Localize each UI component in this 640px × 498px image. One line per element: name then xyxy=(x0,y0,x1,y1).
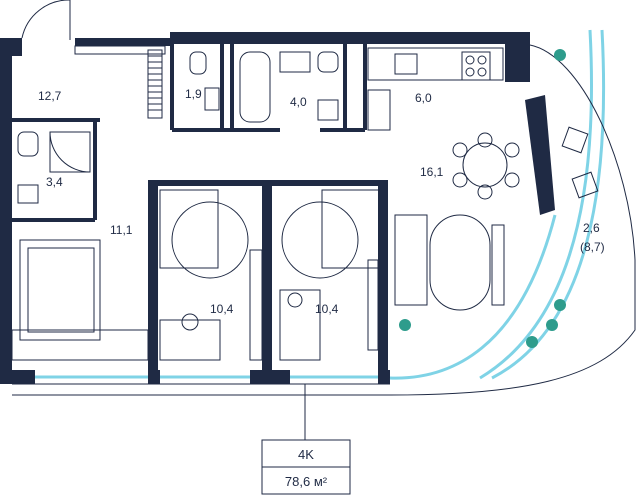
wardrobe-hall xyxy=(74,45,166,119)
room-area-bath: 4,0 xyxy=(290,95,307,109)
room-area-corridor: 11,1 xyxy=(110,223,133,237)
bathroom-fixtures xyxy=(17,51,339,204)
room-area-balcony: 2,6 xyxy=(583,221,600,235)
exterior-walls xyxy=(0,32,555,384)
room-area-wc: 1,9 xyxy=(185,87,202,101)
room-area-balcony-total: (8,7) xyxy=(580,240,605,254)
bedroom-main-furniture xyxy=(11,239,149,361)
room-area-bedroom-1: 10,4 xyxy=(210,302,234,316)
room-area-living: 16,1 xyxy=(420,165,444,179)
room-area-shower: 3,4 xyxy=(46,175,63,189)
kitchen-fixtures xyxy=(367,47,504,131)
room-area-hall: 12,7 xyxy=(38,89,62,103)
interior-walls xyxy=(12,44,367,222)
balcony-outline xyxy=(12,44,636,396)
balcony-chairs xyxy=(561,126,599,199)
entrance-door xyxy=(21,0,71,40)
total-area: 78,6 м² xyxy=(285,474,328,489)
room-area-kitchen: 6,0 xyxy=(415,91,432,105)
plan-type: 4K xyxy=(298,447,314,462)
area-badge: 4K 78,6 м² xyxy=(261,439,351,495)
windows xyxy=(35,29,606,380)
plants xyxy=(399,49,566,348)
bedroom-3-furniture xyxy=(279,189,381,361)
room-area-bedroom-2: 10,4 xyxy=(315,302,339,316)
bedroom-2-furniture xyxy=(159,189,263,361)
living-furniture xyxy=(394,132,520,311)
